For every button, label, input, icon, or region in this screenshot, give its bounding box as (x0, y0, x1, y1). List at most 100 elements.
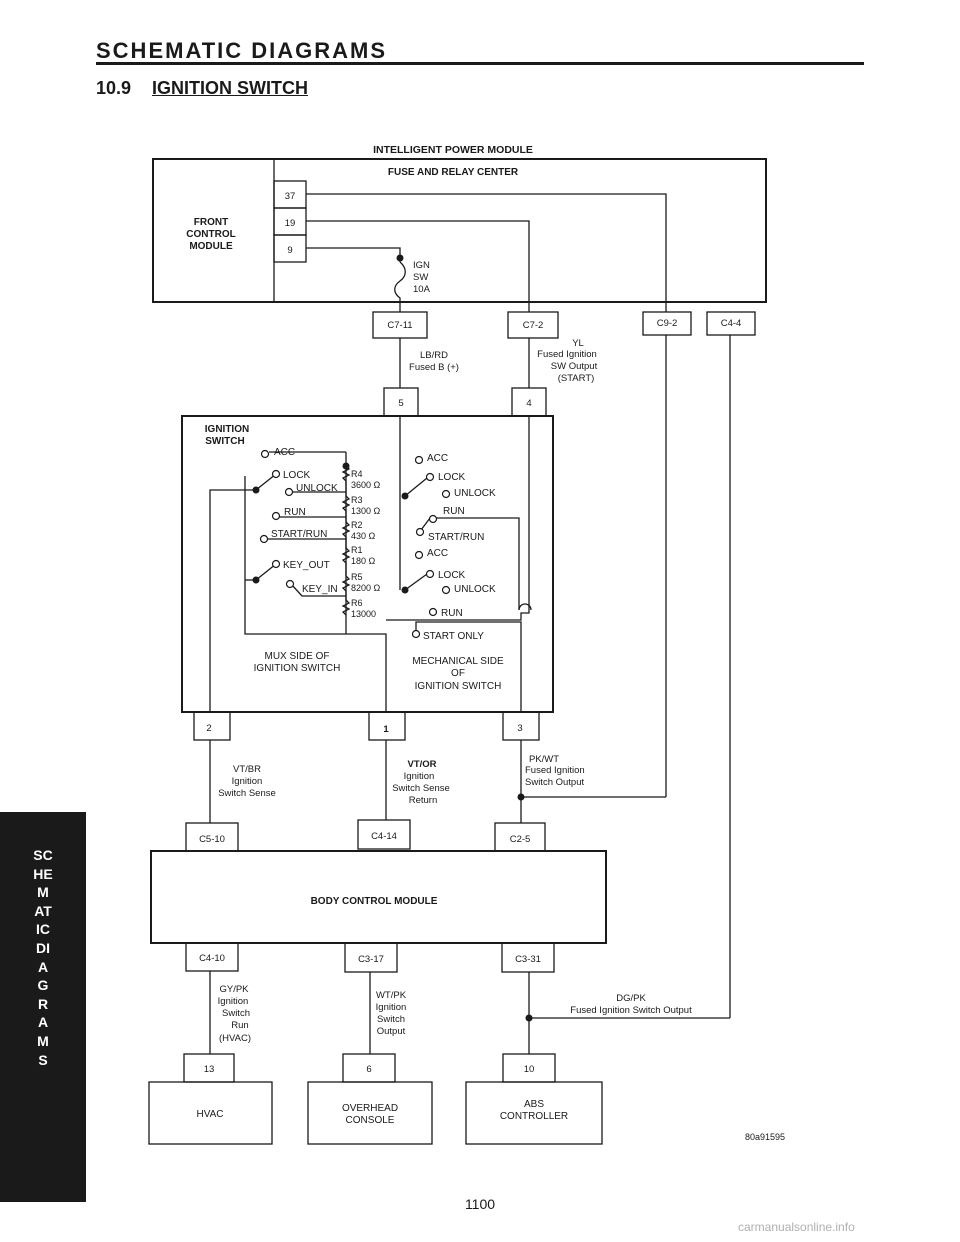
page-header-title: SCHEMATIC DIAGRAMS (96, 38, 388, 63)
wire-vtor-label-3: Switch Sense (392, 783, 450, 794)
mux-pos-run: RUN (284, 507, 306, 518)
mech-b-lock: LOCK (438, 570, 466, 581)
connector-box-c7-2 (507, 311, 559, 339)
module-abs-2: CONTROLLER (500, 1111, 568, 1122)
wire-gypk-label-1: GY/PK (219, 984, 249, 995)
mech-b-start-only: START ONLY (423, 631, 484, 642)
ipm-pin-37: 37 (285, 191, 296, 202)
wire-yl-label-1: YL (572, 338, 584, 349)
overhead-console-box (307, 1081, 433, 1145)
wire-wtpk-label-3: Switch (377, 1014, 405, 1025)
switch-pin-2: 2 (206, 723, 211, 734)
ipm-pin-9: 9 (287, 245, 292, 256)
resistor-r3-name: R3 (351, 495, 363, 505)
wire-gypk-label-3: Switch (222, 1008, 250, 1019)
mech-caption-1: MECHANICAL SIDE (412, 656, 504, 667)
fcm-label-1: FRONT (194, 217, 228, 228)
wire-gypk-label-4: Run (231, 1020, 248, 1031)
module-abs-1: ABS (524, 1099, 544, 1110)
mux-pos-key-out: KEY_OUT (283, 560, 330, 571)
module-pin-6: 6 (366, 1064, 371, 1075)
module-overhead-1: OVERHEAD (342, 1103, 398, 1114)
wire-gypk-label-5: (HVAC) (219, 1033, 251, 1044)
side-tab: SCHEMATIC DIAGRAMS (0, 812, 86, 1202)
wire-gypk-label-2: Ignition (218, 996, 249, 1007)
mech-b-run: RUN (441, 608, 463, 619)
mux-mech-divider (244, 476, 387, 712)
pin-box-5 (383, 387, 419, 417)
mux-pos-start-run: START/RUN (271, 529, 327, 540)
wire-vtor-label-1: VT/OR (407, 759, 436, 770)
ipm-box (152, 158, 767, 303)
wire-pin9 (306, 247, 401, 262)
connector-c9-2: C9-2 (657, 318, 678, 329)
bcm-conn-c5-10: C5-10 (199, 834, 225, 845)
resistor-ladder (341, 465, 351, 616)
resistor-r4-name: R4 (351, 469, 363, 479)
mech-a-lock: LOCK (438, 472, 466, 483)
ipm-pin-19: 19 (285, 218, 296, 229)
connector-c4-4: C4-4 (721, 318, 742, 329)
switch-pin-3: 3 (517, 723, 522, 734)
mux-pos-acc: ACC (274, 447, 295, 458)
connector-box-c9-2 (642, 311, 692, 336)
connector-box-c4-4 (706, 311, 756, 336)
wire-pin2-internal (209, 489, 256, 712)
module-pin-13: 13 (204, 1064, 215, 1075)
wire-pin19 (306, 220, 530, 312)
ipm-title: INTELLIGENT POWER MODULE (373, 144, 533, 156)
wire-pkwt-label-1: PK/WT (529, 754, 559, 765)
wire-dgpk-label-2: Fused Ignition Switch Output (570, 1005, 692, 1016)
wire-wtpk-label-1: WT/PK (376, 990, 407, 1001)
module-pin-10: 10 (524, 1064, 535, 1075)
connector-box-c5-10 (185, 822, 239, 852)
connector-box-c3-31 (501, 942, 555, 973)
wire-pkwt-label-3: Switch Output (525, 777, 584, 788)
resistor-r1-name: R1 (351, 545, 363, 555)
wire-pin4-internal (386, 416, 530, 621)
switch-pin-5: 5 (398, 398, 403, 409)
connector-box-c2-5 (494, 822, 546, 852)
fuse-label-1: IGN (413, 260, 430, 271)
resistor-r2-name: R2 (351, 520, 363, 530)
wire-yl-label-3: SW Output (551, 361, 598, 372)
mux-caption-2: IGNITION SWITCH (254, 663, 341, 674)
fuse-label-2: SW (413, 272, 428, 283)
switch-pin-1: 1 (383, 724, 389, 735)
resistor-r5-name: R5 (351, 572, 363, 582)
mech-caption-3: IGNITION SWITCH (415, 681, 502, 692)
drawing-id: 80a91595 (745, 1132, 785, 1142)
wire-vtor-label-4: Return (409, 795, 438, 806)
module-overhead-2: CONSOLE (346, 1115, 395, 1126)
ign-sw-fuse (394, 261, 406, 312)
mech-b-acc: ACC (427, 548, 448, 559)
section-number: 10.9 (96, 78, 132, 98)
mech-caption-2: OF (451, 668, 465, 679)
wire-lbrd-label-2: Fused B (+) (409, 362, 459, 373)
section-title: IGNITION SWITCH (152, 78, 308, 98)
connector-box-c4-14 (357, 819, 411, 850)
mech-a-run: RUN (443, 506, 465, 517)
connector-box-c3-17 (344, 942, 398, 973)
bcm-conn-c3-31: C3-31 (515, 954, 541, 965)
wire-crossover-hop (518, 603, 532, 611)
resistor-r3-value: 1300 Ω (351, 506, 381, 516)
mux-pos-unlock: UNLOCK (296, 483, 338, 494)
resistor-r1-value: 180 Ω (351, 556, 376, 566)
mech-a-acc: ACC (427, 453, 448, 464)
header-rule (96, 62, 864, 65)
wire-pin37 (306, 193, 667, 312)
wire-vtbr-label-3: Switch Sense (218, 788, 276, 799)
bcm-conn-c4-10: C4-10 (199, 953, 225, 964)
frc-title: FUSE AND RELAY CENTER (388, 167, 519, 178)
bcm-title: BODY CONTROL MODULE (311, 896, 438, 907)
side-tab-text: SCHEMATIC DIAGRAMS (33, 847, 54, 1068)
fcm-label-2: CONTROL (186, 229, 235, 240)
wire-pkwt-label-2: Fused Ignition (525, 765, 585, 776)
resistor-r6-name: R6 (351, 598, 363, 608)
hvac-box (148, 1081, 273, 1145)
pin-box-1 (368, 711, 406, 741)
bcm-conn-c4-14: C4-14 (371, 831, 397, 842)
wire-wtpk-label-2: Ignition (376, 1002, 407, 1013)
